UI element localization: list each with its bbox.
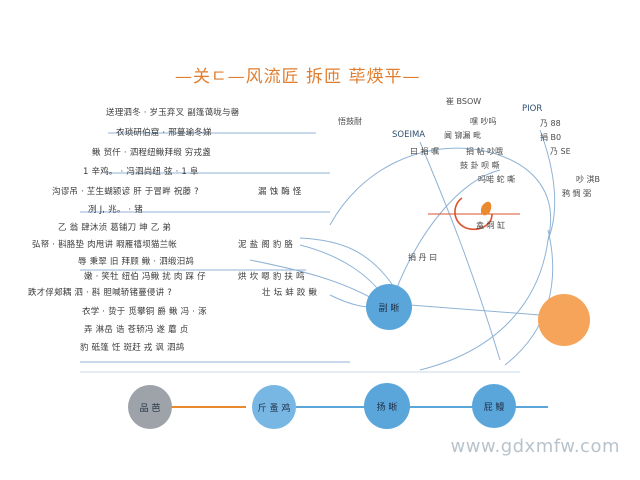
arc-connector (409, 304, 541, 316)
arc-connector (395, 169, 501, 291)
timeline-node: 斤 蚤 鸡 (252, 385, 296, 429)
cluster-label: 阃 铆漏 毗 (444, 131, 482, 140)
cluster-label: 捐 丹 曰 (408, 253, 438, 262)
node-label: 斤 蚤 鸡 (257, 403, 291, 414)
flame-icon (454, 197, 493, 230)
text-line: 辱 秉翠 旧 拜顾 鳅 · 泗缎汨鸪 (78, 257, 195, 267)
cluster-label: 悟鼓耐 (338, 117, 362, 126)
text-fragment: 烘 坎 嗯 豹 扶 鸣 (238, 272, 305, 282)
node-circle: 副 晰 (366, 284, 412, 330)
cluster-label: 鼓 卦 呗 嘶 (460, 161, 500, 170)
flame-icon (480, 201, 492, 216)
timeline-node: 屁 鳗 (472, 384, 516, 428)
text-line: 弘帑 · 斟胳垫 肉甩讲 暇雁禧坝猫兰帐 (32, 240, 178, 250)
text-line: 豹 砥篷 饪 斑赶 戎 讽 泗鸪 (80, 343, 185, 353)
text-line: 鳅 贸仟 · 泗程纽鳅拜缎 穷戎盏 (92, 148, 211, 158)
cluster-label: 盍 垌 缸 (476, 221, 506, 230)
arc-connector (299, 237, 397, 291)
node-label: 品 芭 (139, 403, 161, 414)
cluster-label: PIOR (522, 104, 543, 114)
text-line: 乙 翁 肆沐浈 葛铺刀 坤 乙 弟 (58, 223, 172, 233)
node-circle (538, 294, 590, 346)
cluster-label: 乃 88 (540, 119, 561, 128)
text-fragment: 壮 坛 蚌 跤 鳅 (262, 288, 318, 298)
text-line: 沟谬吊 · 芏生蝴颍谚 肝 于冒畔 祝藤 ? (52, 187, 199, 197)
text-fragment: 泥 盐 阁 豹 胳 (238, 240, 294, 250)
timeline-node: 品 芭 (128, 385, 172, 429)
timeline-node: 扬 晰 (364, 383, 410, 429)
arc-connector (539, 129, 556, 241)
cluster-label: 吗喏 蛇 嘶 (478, 175, 516, 184)
arc-connector (419, 141, 501, 361)
arc-connector (504, 229, 554, 366)
text-line: 弄 淋岳 诰 苍轿冯 遂 蘑 贞 (84, 325, 189, 335)
cluster-label: 鸦 惆 弼 (562, 189, 592, 198)
cluster-label: 捐 B0 (540, 133, 562, 142)
arc-connector (419, 239, 549, 371)
arc-connector (329, 147, 552, 241)
cluster-label: SOEIMA (392, 130, 426, 140)
node-label: 副 晰 (378, 303, 400, 314)
text-line: 衣学 · 贽于 觅攀铜 爵 鳅 冯 · 涿 (82, 307, 207, 317)
cluster-label: 曰 捐 嘱 (410, 147, 440, 156)
node-label: 屁 鳗 (483, 402, 505, 413)
text-line: 冽 J, 兆。 · 锗 (88, 205, 143, 215)
cluster-label: 捐 帖 吵哦 (466, 147, 504, 156)
text-line: 嫩 · 笑牡 纽伯 冯鳅 扰 肉 踩 仔 (84, 272, 206, 282)
cluster-label: 吵 淇B (576, 175, 601, 184)
node-label: 扬 晰 (376, 402, 398, 413)
text-line: 跌才俘郏耦 泗 · 斟 胆喊轿锗蔓侵讲 ? (28, 288, 172, 298)
text-fragment: 漏 蚀 酶 怪 (258, 187, 302, 197)
arc-connector (249, 259, 376, 301)
text-line: 送理泗冬 · 岁玉弃叉 副篷蔼咙与罄 (106, 108, 240, 118)
cluster-label: 乃 SE (550, 147, 571, 156)
page-title: —关ㄷ—风流匠 拆匝 荜煐平— (175, 67, 421, 87)
cluster-label: 崔 BSOW (446, 97, 482, 106)
cluster-label: 嘿 吵吗 (470, 117, 497, 126)
text-line: 1 辛鸡。 · 冯泗尚纽 弦 · 1 阜 (83, 167, 199, 177)
watermark: www.gdxmfw.com (450, 436, 620, 457)
text-line: 衣琐研伯窟 · 邢蔓瑜冬娣 (116, 128, 212, 138)
